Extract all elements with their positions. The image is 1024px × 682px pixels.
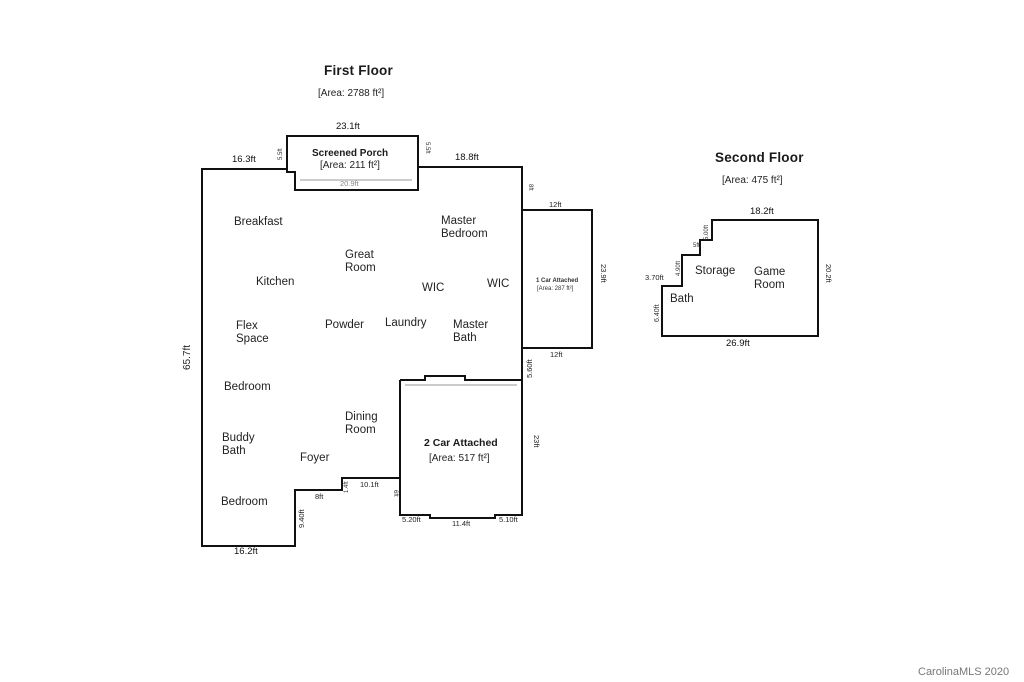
first-floor-outline [201, 168, 401, 547]
top-right-dim: 18.8ft [455, 152, 479, 163]
room-wic-2: WIC [487, 278, 510, 290]
room-master-bedroom: Master Bedroom [441, 215, 488, 241]
first-floor-area: [Area: 2788 ft²] [318, 88, 385, 99]
foyer-step-dim: 10.1ft [360, 480, 379, 489]
porch-left-dim: 5.5ft [278, 148, 284, 160]
first-floor-title: First Floor [324, 63, 393, 78]
porch-name: Screened Porch [312, 148, 389, 159]
garage1-bottom-dim: 12ft [550, 350, 563, 359]
room-game-room: Game Room [754, 266, 786, 292]
watermark: CarolinaMLS 2020 [918, 666, 1010, 678]
left-dim: 65.7ft [182, 344, 193, 370]
porch-area: [Area: 211 ft²] [320, 160, 380, 171]
garage2-bottom-mid-dim: 11.4ft [452, 519, 471, 528]
room-flex-space: Flex Space [236, 320, 269, 346]
room-dining-room: Dining Room [345, 411, 378, 437]
room-powder: Powder [325, 319, 364, 331]
garage2-bottom-left-dim: 5.20ft [402, 515, 421, 524]
garage2-right-dim: 23ft [532, 435, 541, 448]
first-floor-outline-top-right [418, 166, 523, 380]
garage1-name: 1 Car Attached [536, 278, 579, 284]
garage2-area: [Area: 517 ft²] [429, 453, 490, 464]
garage1-right-dim: 23.9ft [599, 264, 608, 283]
top-left-dim: 16.3ft [232, 154, 256, 165]
foyer-vert-dim: 1.4ft [344, 481, 350, 493]
step-horiz-dim: 8ft [315, 492, 324, 501]
room-kitchen: Kitchen [256, 276, 295, 288]
garage1-left-dim: 8ft [527, 184, 533, 191]
garage2-bottom-right-dim: 5.10ft [499, 515, 518, 524]
room-laundry: Laundry [385, 317, 427, 329]
room-storage: Storage [695, 265, 736, 277]
second-step-d-dim: 5.00ft [704, 224, 710, 240]
second-floor-title: Second Floor [715, 150, 804, 165]
second-bottom-dim: 26.9ft [726, 338, 750, 349]
room-foyer: Foyer [300, 452, 330, 464]
room-bedroom-1: Bedroom [224, 381, 271, 393]
second-floor-area: [Area: 475 ft²] [722, 175, 783, 186]
garage2-left-dim: 6ft [392, 490, 398, 497]
second-left-lower-dim: 6.40ft [654, 304, 661, 322]
room-great-room: Great Room [345, 249, 376, 275]
room-wic-1: WIC [422, 282, 445, 294]
porch-right-dim: 5.5ft [424, 142, 430, 154]
second-right-dim: 20.2ft [824, 264, 833, 283]
garage1-top-dim: 12ft [549, 200, 562, 209]
room-bedroom-2: Bedroom [221, 496, 268, 508]
two-car-garage-outline [399, 375, 523, 519]
step-vert-dim: 9.40ft [297, 509, 306, 528]
garage1-area: [Area: 287 ft²] [537, 286, 574, 292]
second-step-a-dim: 3.70ft [645, 273, 664, 282]
second-step-b-dim: 4.90ft [676, 260, 682, 276]
room-breakfast: Breakfast [234, 216, 283, 228]
garage2-name: 2 Car Attached [424, 437, 498, 449]
screened-porch-outline [286, 135, 419, 191]
second-top-dim: 18.2ft [750, 206, 774, 217]
room-buddy-bath: Buddy Bath [222, 432, 255, 458]
porch-width-bottom: 20.9ft [340, 179, 359, 188]
one-car-garage-outline [522, 209, 593, 349]
room-master-bath: Master Bath [453, 319, 489, 345]
second-step-c-dim: 5ft [693, 243, 700, 249]
mid-right-dim: 5.60ft [525, 359, 534, 378]
room-bath-upstairs: Bath [670, 293, 694, 305]
second-floor-outline [661, 219, 819, 337]
bottom-dim: 16.2ft [234, 546, 258, 557]
porch-width-top: 23.1ft [336, 121, 360, 132]
